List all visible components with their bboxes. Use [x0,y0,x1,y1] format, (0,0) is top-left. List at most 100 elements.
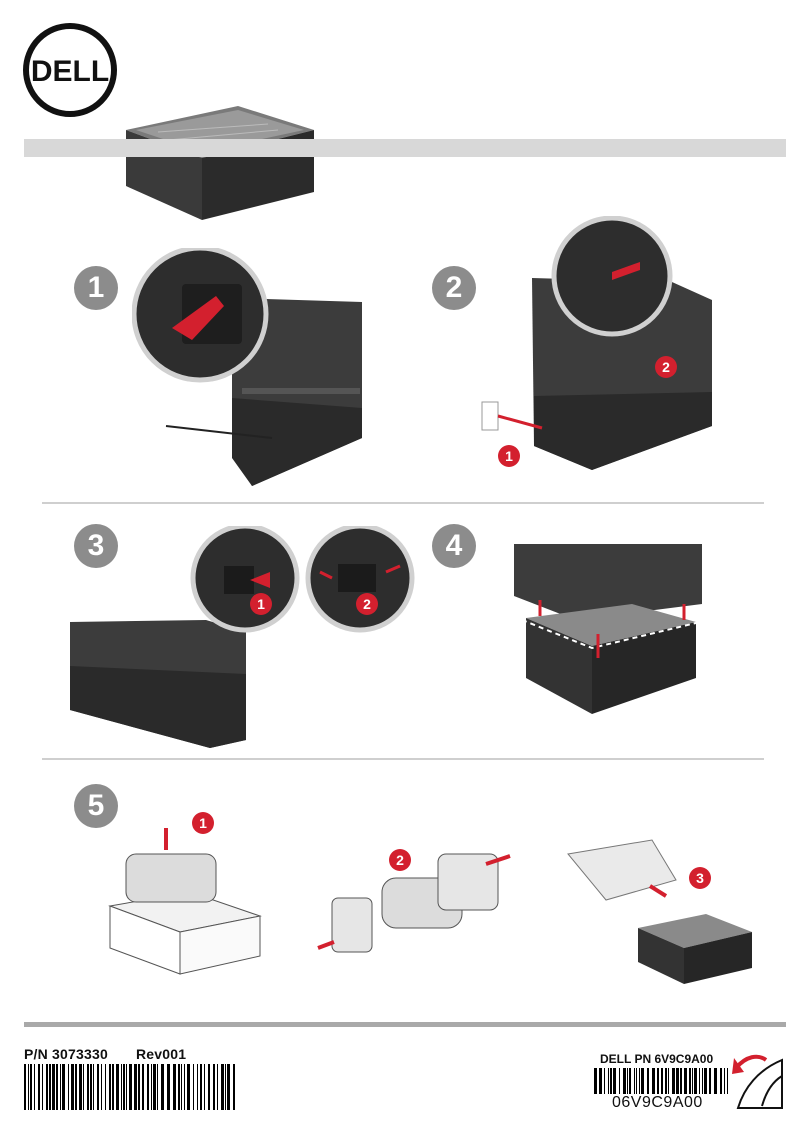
barcode-bar [93,1064,94,1110]
barcode-bar [193,1064,194,1110]
barcode-bar [60,1064,61,1110]
barcode-bar [62,1064,65,1110]
barcode-bar [153,1064,156,1110]
barcode-bar [641,1068,644,1094]
barcode-bar [680,1068,682,1094]
barcode-bar [75,1064,77,1110]
barcode-bar [167,1064,170,1110]
barcode-bar [689,1068,691,1094]
barcode-bar [235,1064,236,1110]
barcode-bar [714,1068,717,1094]
step-3-illustration [70,526,420,750]
barcode-bar [87,1064,89,1110]
barcode-bar [116,1064,119,1110]
barcode-bar [692,1068,693,1094]
barcode-bar [647,1068,649,1094]
barcode-bar [213,1064,215,1110]
barcode-bar [610,1068,612,1094]
step-1-badge: 1 [74,266,118,310]
divider [42,758,764,760]
barcode-bar [56,1064,58,1110]
barcode-bar [699,1068,700,1094]
barcode-bar [720,1068,722,1094]
barcode-bar [629,1068,631,1094]
barcode-bar [668,1068,669,1094]
barcode-bar [49,1064,51,1110]
barcode-bar [661,1068,663,1094]
barcode-bar [694,1068,697,1094]
barcode-bar [657,1068,659,1094]
step-4-badge: 4 [432,524,476,568]
step-5-packing-illustration [314,852,516,962]
barcode-bar [161,1064,164,1110]
barcode-bar [129,1064,132,1110]
header-band [24,139,786,157]
barcode-bar [83,1064,84,1110]
barcode-bar [184,1064,185,1110]
barcode-number: 06V9C9A00 [612,1094,703,1111]
barcode-bar [126,1064,127,1110]
part-number: P/N 3073330 [24,1046,108,1062]
step-2-illustration [472,216,722,472]
barcode-bar [178,1064,180,1110]
barcode-bar [28,1064,29,1110]
barcode-bar [672,1068,675,1094]
barcode-bar [724,1068,725,1094]
barcode-bar [225,1064,226,1110]
step-5-unbox-illustration [104,826,268,976]
barcode-bar [233,1064,235,1110]
barcode-bar [138,1064,140,1110]
barcode-bar [34,1064,35,1110]
dell-pn: DELL PN 6V9C9A00 [600,1052,714,1066]
barcode-bar [627,1068,628,1094]
barcode-bar [634,1068,635,1094]
barcode-bar [709,1068,711,1094]
barcode-bar [676,1068,679,1094]
barcode-bar [142,1064,144,1110]
barcode-bar [151,1064,152,1110]
barcode-bar [636,1068,637,1094]
step-3-callout-1: 1 [250,593,272,615]
step-5-callout-3: 3 [689,867,711,889]
barcode-bar [704,1068,707,1094]
step-4-illustration [512,538,712,724]
barcode-bar [702,1068,703,1094]
barcode-bar [112,1064,114,1110]
barcode-bar [217,1064,218,1110]
dell-pn-barcode [594,1068,728,1094]
barcode-bar [42,1064,43,1110]
tray-illustration [118,100,318,226]
barcode-bar [30,1064,32,1110]
barcode-bar [24,1064,26,1110]
barcode-bar [79,1064,82,1110]
barcode-bar [90,1064,92,1110]
barcode-bar [639,1068,640,1094]
barcode-bar [684,1068,687,1094]
barcode-bar [157,1064,158,1110]
barcode-bar [200,1064,202,1110]
barcode-bar [121,1064,122,1110]
page-curl-icon [732,1048,786,1110]
barcode-bar [221,1064,224,1110]
barcode-bar [619,1068,620,1094]
barcode-bar [68,1064,69,1110]
barcode-bar [623,1068,626,1094]
barcode-bar [652,1068,655,1094]
revision: Rev001 [135,1046,187,1062]
barcode-bar [227,1064,230,1110]
step-3-callout-2: 2 [356,593,378,615]
footer-rule [24,1022,786,1027]
barcode-bar [123,1064,125,1110]
step-2-callout-1: 1 [498,445,520,467]
barcode-bar [71,1064,74,1110]
part-number-line: P/N 3073330 Rev001 [24,1046,186,1062]
step-2-callout-2: 2 [655,356,677,378]
barcode-bar [173,1064,176,1110]
barcode-bar [52,1064,55,1110]
barcode-bar [101,1064,102,1110]
barcode-bar [665,1068,667,1094]
barcode-bar [599,1068,602,1094]
barcode-bar [187,1064,190,1110]
step-3-badge: 3 [74,524,118,568]
barcode-bar [197,1064,198,1110]
